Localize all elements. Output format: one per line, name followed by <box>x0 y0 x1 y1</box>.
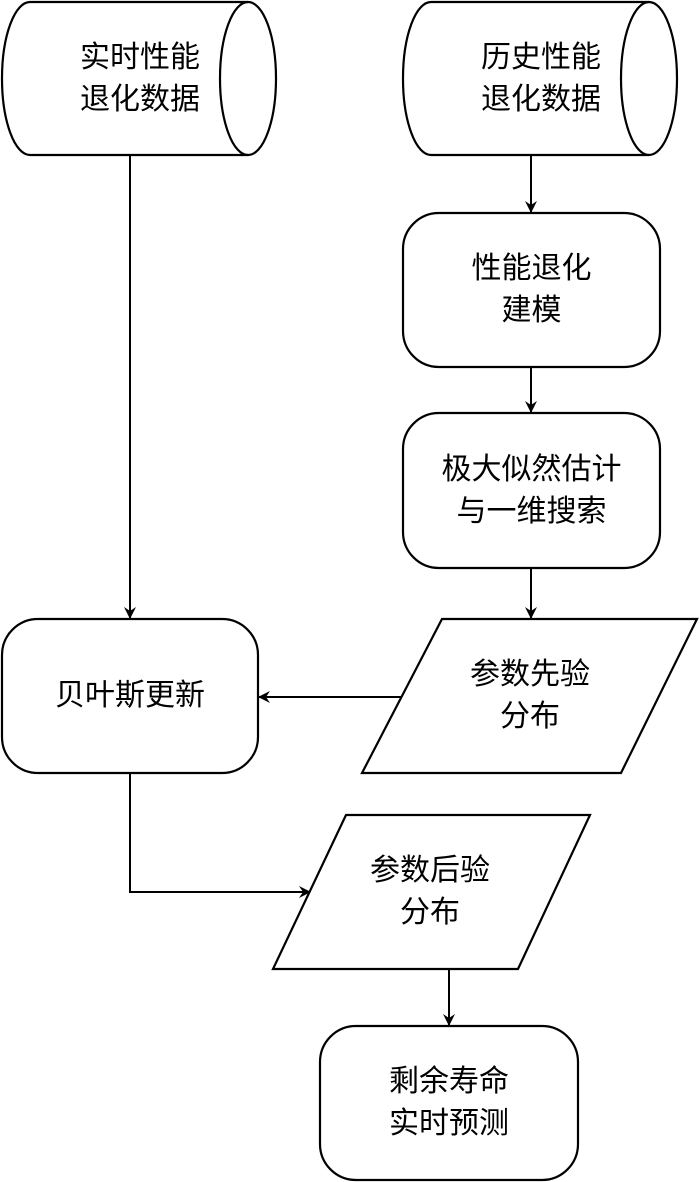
mle-search-label: 极大似然估计 与一维搜索 <box>441 451 622 529</box>
posterior-distribution-label: 参数后验 分布 <box>370 853 490 930</box>
realtime-data-cylinder <box>0 0 278 157</box>
edge-bayes-to-posterior <box>129 773 311 898</box>
degradation-model-label: 性能退化 建模 <box>471 251 592 328</box>
rul-prediction-label: 剩余寿命 实时预测 <box>389 1064 509 1141</box>
realtime-data-label: 实时性能 退化数据 <box>80 39 200 117</box>
prior-distribution-parallelogram <box>360 617 699 775</box>
posterior-distribution-parallelogram <box>271 813 592 971</box>
history-data-label: 历史性能 退化数据 <box>481 39 601 117</box>
rul-prediction-box <box>318 1024 580 1182</box>
history-data-cylinder <box>401 0 679 157</box>
prior-distribution-label: 参数先验 分布 <box>470 657 590 734</box>
bayes-update-label: 贝叶斯更新 <box>55 678 205 713</box>
